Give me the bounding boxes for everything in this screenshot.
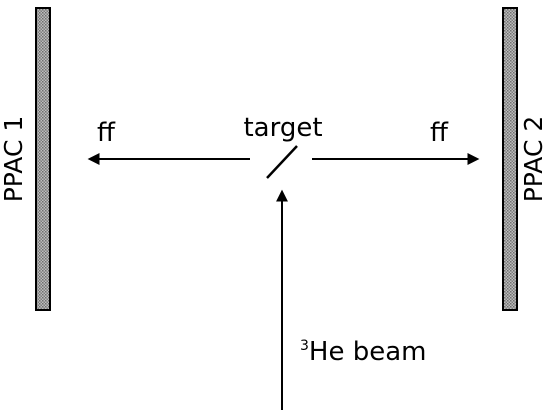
fragment-arrow-left: ff: [87, 118, 250, 165]
beam-arrow: 3He beam: [276, 189, 427, 410]
beam-label: 3He beam: [300, 337, 427, 367]
target: target: [243, 113, 323, 179]
beam-label-text: He beam: [309, 337, 427, 367]
detector-ppac-2-label: PPAC 2: [519, 116, 548, 203]
detector-ppac-2: PPAC 2: [502, 7, 548, 311]
detector-ppac-1-label: PPAC 1: [0, 116, 28, 203]
fragment-left-label: ff: [97, 118, 116, 148]
fragment-arrow-right: ff: [312, 118, 480, 165]
target-label: target: [243, 113, 322, 143]
detector-ppac-2-plate: [502, 7, 518, 311]
beam-label-superscript: 3: [300, 338, 309, 354]
fragment-right-label: ff: [430, 118, 449, 148]
detector-ppac-1: PPAC 1: [0, 7, 51, 311]
detector-ppac-1-plate: [35, 7, 51, 311]
target-foil: [266, 145, 298, 179]
